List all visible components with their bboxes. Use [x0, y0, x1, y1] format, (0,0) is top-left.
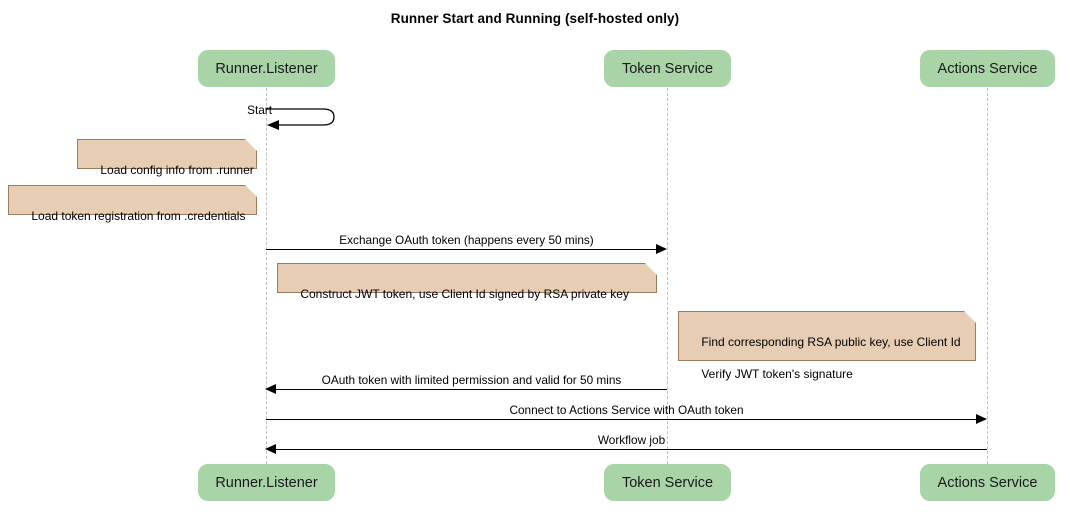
- lifeline-token-service: [667, 88, 668, 464]
- message-label-connect-to-actions-service: Connect to Actions Service with OAuth to…: [509, 403, 744, 417]
- note-text: Load config info from .runner: [100, 163, 254, 177]
- message-self-loop-start: [265, 104, 337, 130]
- message-line-exchange-oauth-token: [266, 249, 657, 250]
- arrowhead-left-icon: [265, 444, 276, 454]
- lifeline-runner-listener: [266, 88, 267, 464]
- participant-token-service-bottom[interactable]: Token Service: [604, 464, 731, 501]
- message-label-exchange-oauth-token: Exchange OAuth token (happens every 50 m…: [339, 233, 594, 247]
- note-fold-icon: [245, 185, 257, 197]
- participant-runner-listener-top[interactable]: Runner.Listener: [198, 50, 335, 87]
- note-text: Load token registration from .credential…: [31, 209, 246, 223]
- message-label-start: Start: [247, 103, 272, 117]
- participant-actions-service-bottom[interactable]: Actions Service: [920, 464, 1055, 501]
- note-text-line2: Verify JWT token's signature: [701, 367, 853, 381]
- note-fold-icon: [645, 263, 657, 275]
- participant-runner-listener-bottom[interactable]: Runner.Listener: [198, 464, 335, 501]
- note-fold-icon: [964, 311, 976, 323]
- arrowhead-right-icon: [976, 414, 987, 424]
- message-line-oauth-token-limited-permission: [276, 389, 667, 390]
- arrowhead-right-icon: [656, 244, 667, 254]
- message-line-connect-to-actions-service: [266, 419, 977, 420]
- message-line-workflow-job: [276, 449, 987, 450]
- note-load-token-registration: Load token registration from .credential…: [8, 185, 257, 223]
- message-label-workflow-job: Workflow job: [597, 433, 666, 447]
- lifeline-actions-service: [987, 88, 988, 464]
- arrowhead-left-icon: [265, 384, 276, 394]
- note-fold-icon: [245, 139, 257, 151]
- note-load-config-info: Load config info from .runner: [77, 139, 257, 177]
- page-title: Runner Start and Running (self-hosted on…: [390, 11, 680, 26]
- note-verify-jwt-signature: Find corresponding RSA public key, use C…: [678, 311, 976, 381]
- message-label-oauth-token-limited-permission: OAuth token with limited permission and …: [321, 373, 622, 387]
- note-text-line1: Find corresponding RSA public key, use C…: [701, 335, 961, 349]
- participant-token-service-top[interactable]: Token Service: [604, 50, 731, 87]
- participant-actions-service-top[interactable]: Actions Service: [920, 50, 1055, 87]
- note-text: Construct JWT token, use Client Id signe…: [300, 287, 629, 301]
- note-construct-jwt-token: Construct JWT token, use Client Id signe…: [277, 263, 657, 301]
